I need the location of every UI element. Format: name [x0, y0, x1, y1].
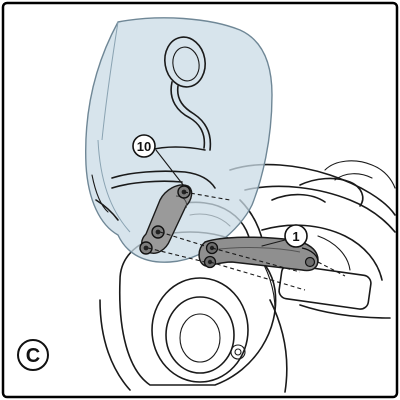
panel-letter: C — [26, 345, 40, 367]
callout-10: 10 — [132, 134, 185, 187]
left-lever — [91, 146, 216, 221]
windscreen — [85, 17, 273, 263]
mirror — [164, 36, 212, 151]
bracket-arm — [198, 236, 319, 272]
callout-1-label: 1 — [292, 229, 299, 244]
callout-1: 1 — [261, 224, 308, 248]
callout-10-label: 10 — [137, 139, 151, 154]
assembly-guides — [147, 191, 346, 291]
panel-label: C — [17, 339, 49, 371]
